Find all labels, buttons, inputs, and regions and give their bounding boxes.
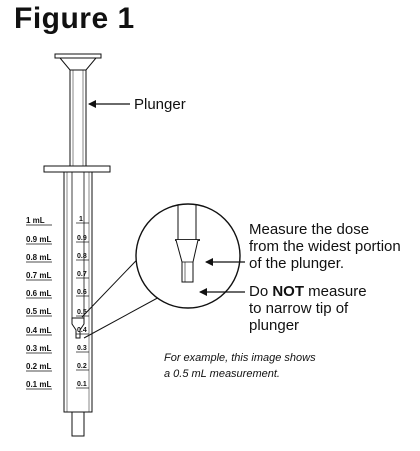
measure-line-2: from the widest portion (249, 238, 401, 255)
barrel-tick-1: 1 (79, 216, 83, 223)
syringe-barrel (63, 172, 93, 437)
barrel-tick-0-8: 0.8 (77, 253, 87, 260)
scale-label-0-3ml: 0.3 mL (26, 344, 51, 353)
measure-instruction: Measure the dose from the widest portion… (249, 221, 401, 272)
barrel-ticks: 1 0.9 0.8 0.7 0.6 0.5 0.4 0.3 0.2 0.1 (76, 216, 89, 389)
plunger-stopper (71, 317, 85, 339)
do-not-suffix: measure (304, 283, 367, 300)
plunger-label: Plunger (134, 96, 186, 113)
do-not-emphasis: NOT (272, 283, 304, 300)
scale-labels: 1 mL 0.9 mL 0.8 mL 0.7 mL 0.6 mL 0.5 mL … (26, 216, 52, 390)
do-not-prefix: Do (249, 283, 272, 300)
do-not-line-3: plunger (249, 317, 299, 334)
barrel-tick-0-2: 0.2 (77, 363, 87, 370)
scale-label-1ml: 1 mL (26, 216, 45, 225)
scale-label-0-8ml: 0.8 mL (26, 253, 51, 262)
figure-title: Figure 1 (14, 2, 135, 35)
barrel-tick-0-7: 0.7 (77, 271, 87, 278)
magnified-detail (135, 203, 241, 309)
barrel-tick-0-5: 0.5 (77, 309, 87, 316)
do-not-line-2: to narrow tip of (249, 300, 349, 317)
scale-label-0-5ml: 0.5 mL (26, 307, 51, 316)
scale-label-0-4ml: 0.4 mL (26, 326, 51, 335)
do-not-measure-instruction: Do NOT measure to narrow tip of plunger (249, 283, 367, 334)
example-note: For example, this image shows a 0.5 mL m… (164, 352, 316, 380)
scale-label-0-6ml: 0.6 mL (26, 289, 51, 298)
scale-label-0-9ml: 0.9 mL (26, 235, 51, 244)
barrel-tick-0-6: 0.6 (77, 289, 87, 296)
plunger-thumb-press (54, 53, 102, 71)
do-not-line-1: Do NOT measure (249, 283, 367, 300)
barrel-tick-0-3: 0.3 (77, 345, 87, 352)
barrel-tick-0-1: 0.1 (77, 381, 87, 388)
plunger-rod (69, 69, 87, 167)
scale-label-0-2ml: 0.2 mL (26, 362, 51, 371)
example-note-line-2: a 0.5 mL measurement. (164, 368, 280, 380)
barrel-tick-0-4: 0.4 (77, 327, 87, 334)
barrel-flange (43, 165, 111, 173)
scale-label-0-1ml: 0.1 mL (26, 380, 51, 389)
example-note-line-1: For example, this image shows (164, 352, 316, 364)
measure-line-3: of the plunger. (249, 255, 344, 272)
scale-label-0-7ml: 0.7 mL (26, 271, 51, 280)
barrel-tick-0-9: 0.9 (77, 235, 87, 242)
measure-line-1: Measure the dose (249, 221, 369, 238)
